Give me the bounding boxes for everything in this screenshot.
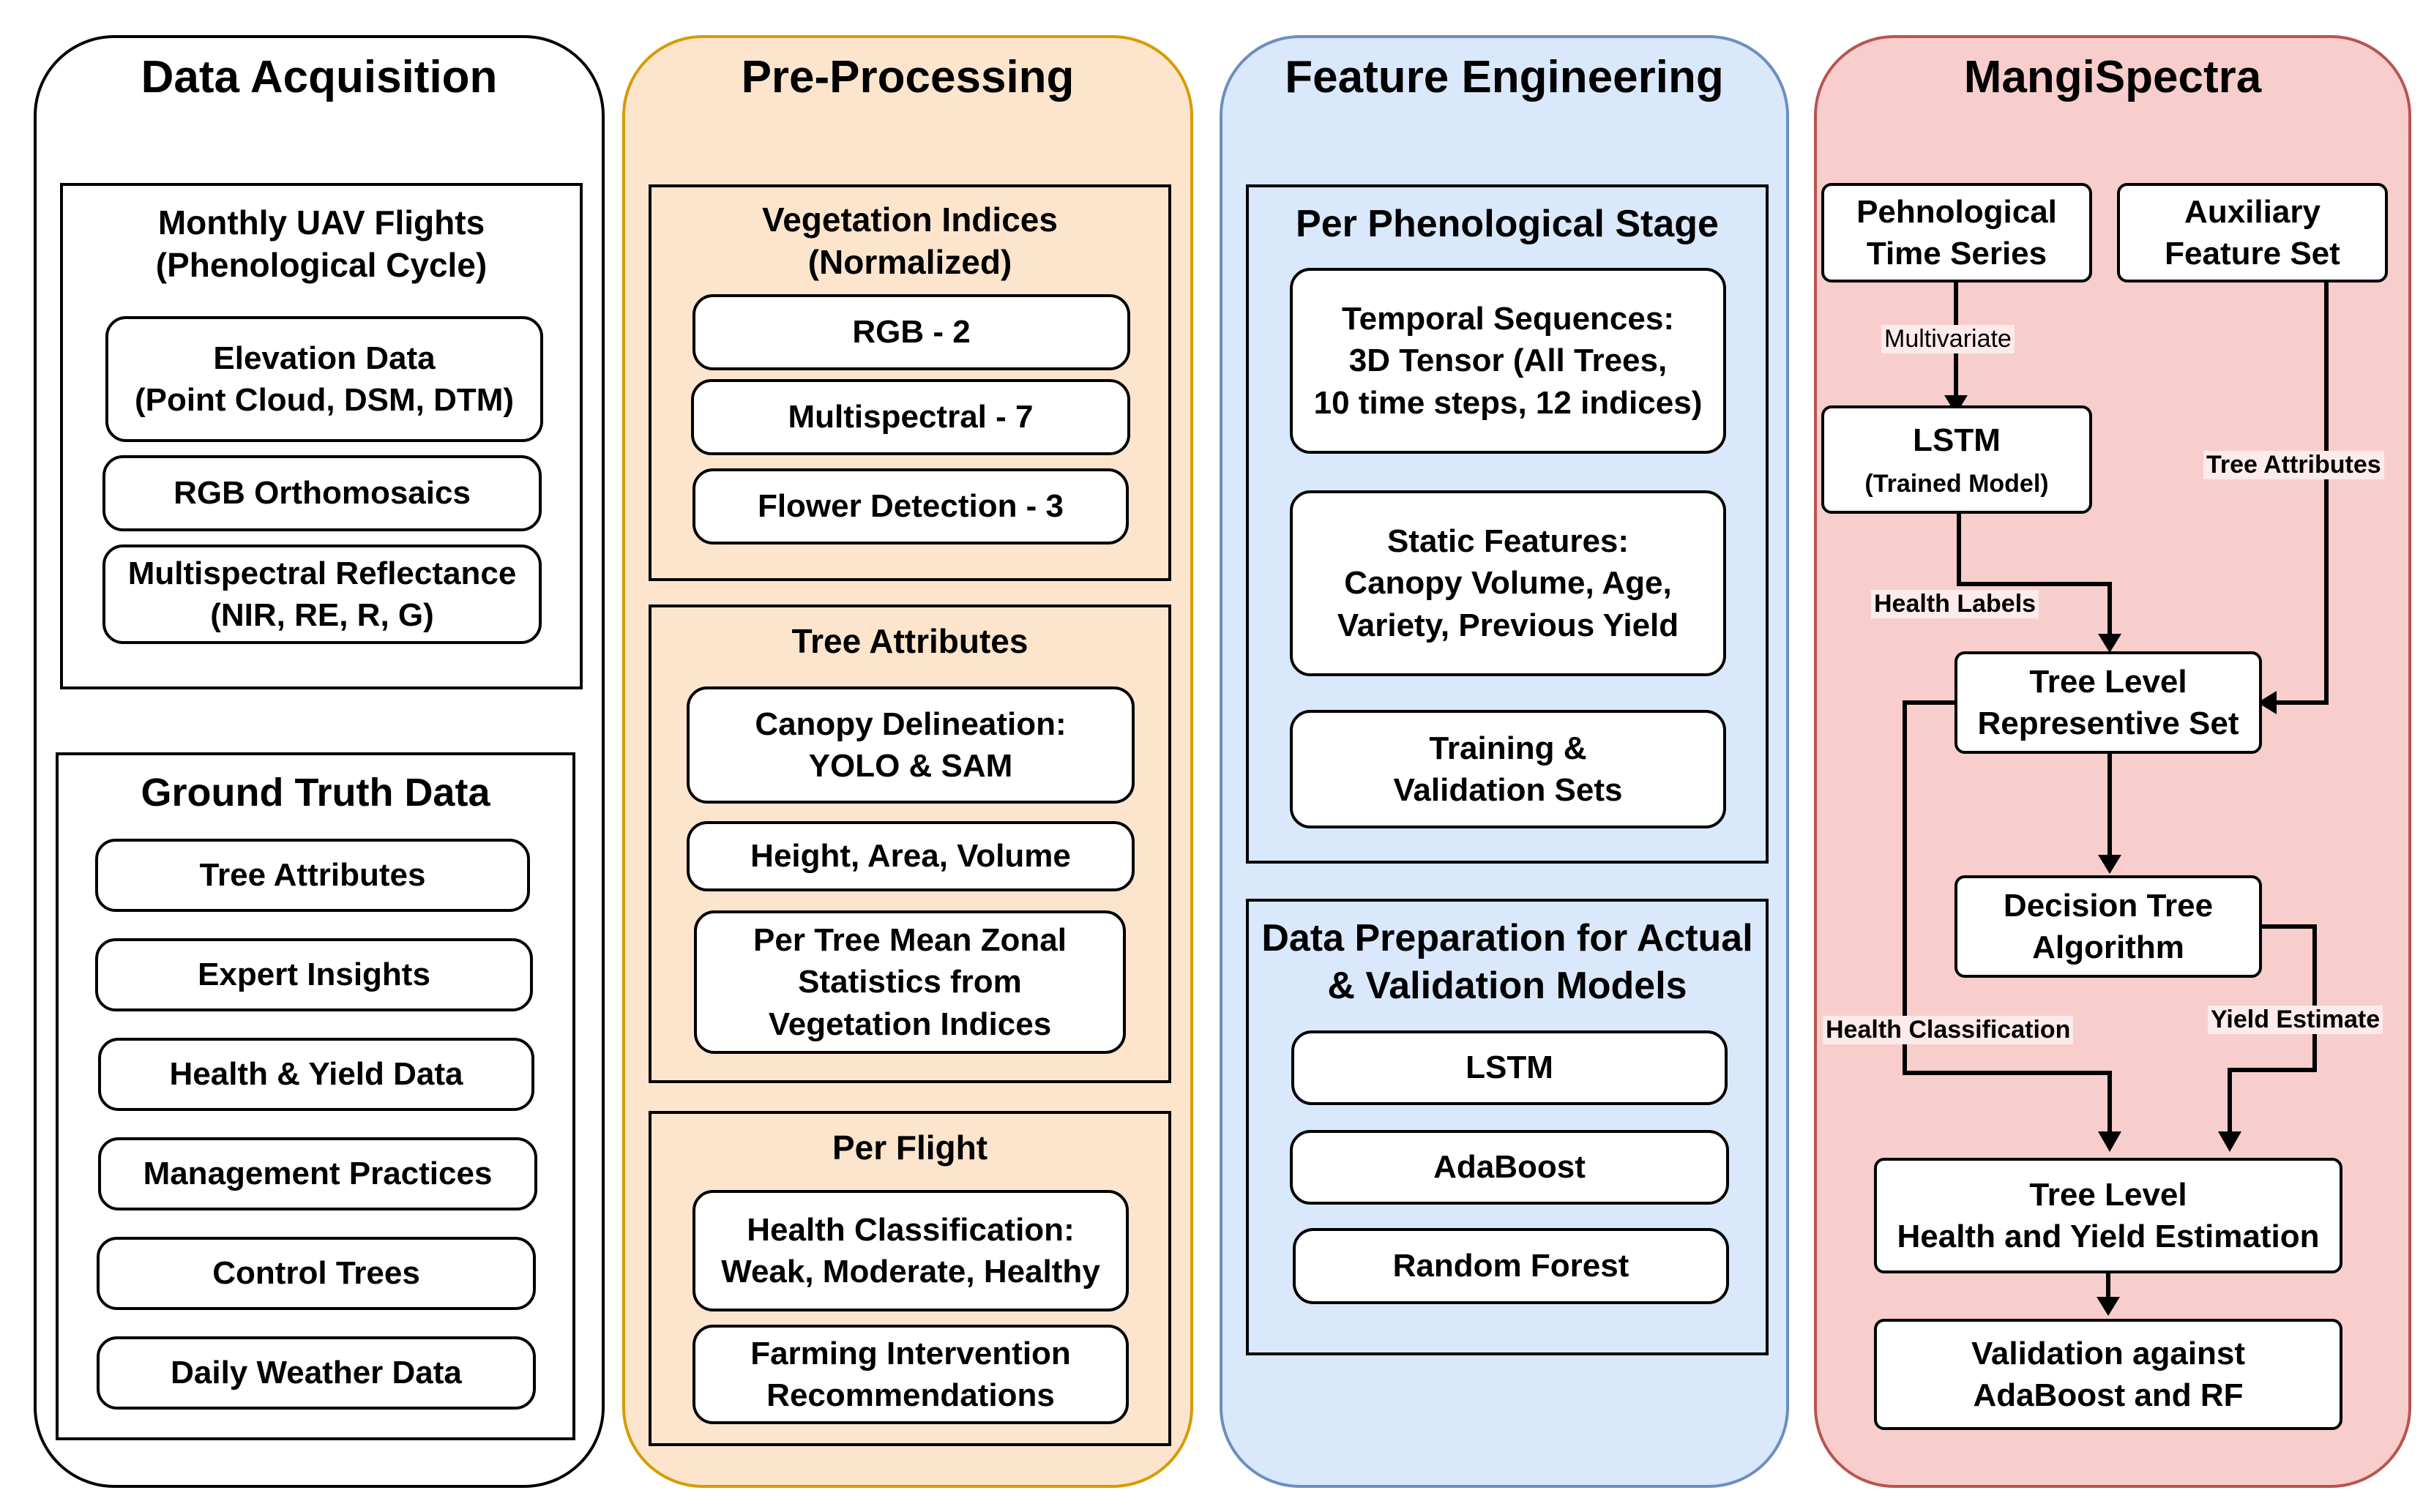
feature-engineering-title: Feature Engineering (1285, 52, 1724, 102)
node-auxiliary-feature-set: Auxiliary Feature Set (2117, 183, 2388, 282)
ground-item-health-yield: Health & Yield Data (98, 1038, 534, 1111)
node-lstm-trained-model: LSTM (Trained Model) (1821, 405, 2092, 514)
per-flight-title: Per Flight (832, 1129, 988, 1167)
label-multivariate: Multivariate (1881, 325, 2015, 353)
data-preparation-title: Data Preparation for Actual & Validation… (1261, 917, 1753, 1007)
prep-item-random-forest: Random Forest (1293, 1228, 1729, 1304)
node-phenological-time-series: Pehnological Time Series (1821, 183, 2092, 282)
node-tree-level-representive-set: Tree Level Representive Set (1955, 651, 2262, 754)
data-preparation-section: Data Preparation for Actual & Validation… (1246, 899, 1769, 1355)
pre-processing-title: Pre-Processing (741, 52, 1075, 102)
label-tree-attributes: Tree Attributes (2203, 451, 2384, 479)
prep-item-adaboost: AdaBoost (1290, 1130, 1729, 1205)
ground-item-control-trees: Control Trees (97, 1237, 536, 1310)
lstm-sublabel: (Trained Model) (1864, 469, 2049, 498)
feature-engineering-column: Feature Engineering Per Phenological Sta… (1220, 35, 1789, 1488)
edge-tree-attributes (2275, 282, 2329, 705)
vegetation-indices-section: Vegetation Indices (Normalized) RGB - 2 … (649, 184, 1171, 581)
data-acquisition-title: Data Acquisition (141, 52, 498, 102)
uav-flights-title: Monthly UAV Flights (Phenological Cycle) (155, 203, 488, 284)
veg-item-rgb: RGB - 2 (692, 294, 1130, 370)
flight-item-farming-intervention: Farming Intervention Recommendations (692, 1325, 1129, 1424)
label-yield-estimate: Yield Estimate (2208, 1006, 2383, 1034)
label-health-classification: Health Classification (1823, 1016, 2074, 1044)
pre-processing-column: Pre-Processing Vegetation Indices (Norma… (622, 35, 1193, 1488)
lstm-label: LSTM (1913, 422, 2001, 459)
phenological-stage-section: Per Phenological Stage Temporal Sequence… (1246, 184, 1769, 864)
elevation-data-box: Elevation Data (Point Cloud, DSM, DTM) (105, 316, 543, 442)
mangispectra-title: MangiSpectra (1963, 52, 2262, 102)
pheno-item-static-features: Static Features: Canopy Volume, Age, Var… (1290, 490, 1726, 676)
uav-flights-section: Monthly UAV Flights (Phenological Cycle)… (60, 183, 583, 689)
ground-truth-title: Ground Truth Data (141, 771, 490, 815)
rgb-orthomosaics-box: RGB Orthomosaics (102, 455, 542, 531)
tree-item-height-area: Height, Area, Volume (687, 821, 1135, 891)
veg-item-multispectral: Multispectral - 7 (691, 379, 1130, 455)
vegetation-indices-title: Vegetation Indices (Normalized) (762, 201, 1058, 281)
node-health-yield-estimation: Tree Level Health and Yield Estimation (1874, 1158, 2342, 1273)
node-decision-tree-algorithm: Decision Tree Algorithm (1955, 875, 2262, 978)
edge-health-labels (1957, 514, 2112, 638)
pheno-item-temporal-sequences: Temporal Sequences: 3D Tensor (All Trees… (1290, 268, 1726, 454)
per-flight-section: Per Flight Health Classification: Weak, … (649, 1111, 1171, 1446)
ground-item-weather: Daily Weather Data (97, 1336, 536, 1410)
edge-health-classification (1903, 700, 2112, 1133)
data-acquisition-column: Data Acquisition Monthly UAV Flights (Ph… (34, 35, 605, 1488)
node-validation-adaboost-rf: Validation against AdaBoost and RF (1874, 1319, 2342, 1430)
veg-item-flower: Flower Detection - 3 (692, 468, 1129, 544)
tree-attributes-title: Tree Attributes (791, 622, 1028, 660)
tree-attributes-section: Tree Attributes Canopy Delineation: YOLO… (649, 605, 1171, 1083)
ground-item-management: Management Practices (98, 1137, 537, 1210)
tree-item-zonal-stats: Per Tree Mean Zonal Statistics from Vege… (694, 910, 1126, 1054)
flight-item-health-classification: Health Classification: Weak, Moderate, H… (692, 1190, 1129, 1311)
prep-item-lstm: LSTM (1291, 1030, 1728, 1105)
ground-item-expert-insights: Expert Insights (95, 938, 533, 1011)
edge-yield-estimate (2228, 924, 2317, 1133)
ground-truth-section: Ground Truth Data Tree Attributes Expert… (56, 752, 575, 1440)
phenological-stage-title: Per Phenological Stage (1296, 203, 1719, 245)
ground-item-tree-attributes: Tree Attributes (95, 839, 530, 912)
pheno-item-training-validation: Training & Validation Sets (1290, 710, 1726, 828)
tree-item-canopy: Canopy Delineation: YOLO & SAM (687, 686, 1135, 804)
label-health-labels: Health Labels (1871, 590, 2039, 618)
multispectral-reflectance-box: Multispectral Reflectance (NIR, RE, R, G… (102, 544, 542, 644)
